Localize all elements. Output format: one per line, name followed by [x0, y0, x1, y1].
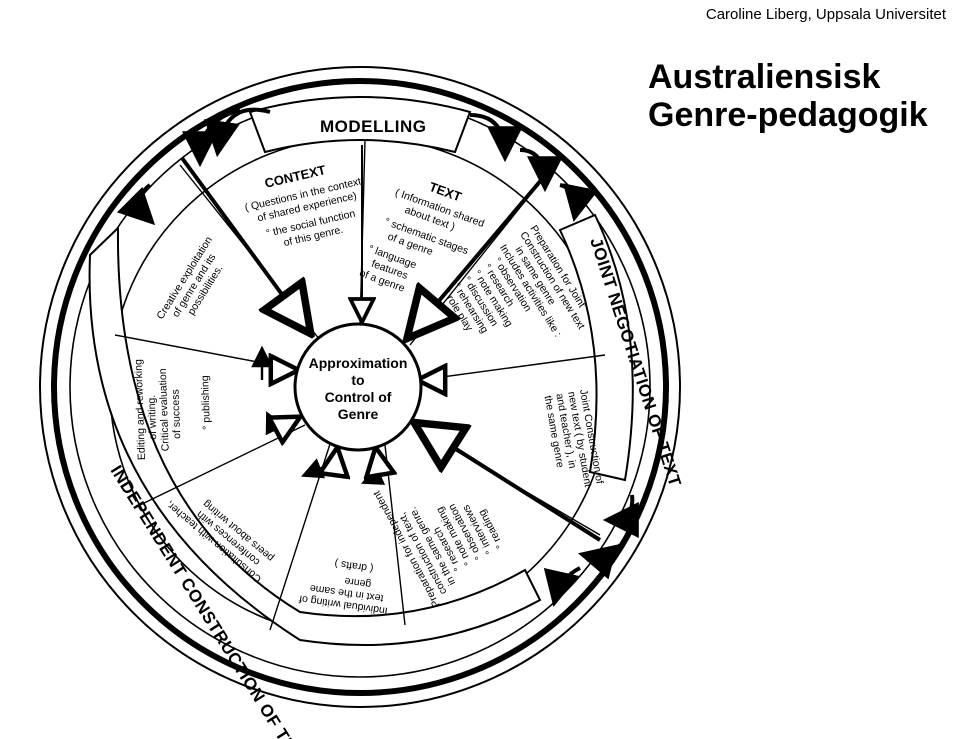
- segment-context: CONTEXT ( Questions in the context of sh…: [244, 162, 363, 249]
- center-line-3: Control of: [325, 389, 392, 405]
- segment-individual-writing: Individual writing of text in the same g…: [298, 557, 388, 617]
- small-arrows: [251, 345, 430, 485]
- editing-line: Editing and reworking: [132, 359, 148, 460]
- genre-wheel-diagram: MODELLING JOINT NEGOTIATION OF TEXT INDE…: [39, 66, 685, 739]
- editing-line: of writing.: [146, 395, 160, 440]
- modelling-band: MODELLING: [248, 96, 472, 154]
- center-line-4: Genre: [338, 406, 379, 422]
- center-line-1: Approximation: [309, 355, 408, 371]
- editing-line: of success: [170, 389, 184, 439]
- center-hub: Approximation to Control of Genre: [293, 322, 423, 452]
- modelling-label: MODELLING: [320, 117, 427, 136]
- segment-editing: Editing and reworking of writing. Critic…: [132, 359, 213, 460]
- thick-arrows: [180, 145, 602, 542]
- editing-line: Critical evaluation: [157, 368, 172, 451]
- author-credit: Caroline Liberg, Uppsala Universitet: [705, 6, 946, 23]
- slide-title-line-2: Genre-pedagogik: [648, 96, 928, 134]
- individual-writing-line: genre: [344, 575, 372, 591]
- individual-writing-line: ( drafts ): [334, 557, 374, 574]
- slide-title-line-1: Australiensisk: [648, 58, 881, 96]
- center-line-2: to: [351, 372, 364, 388]
- rim-arrows: [116, 107, 639, 608]
- slide-title: Australiensisk Genre-pedagogik: [648, 58, 948, 134]
- editing-line: ° publishing: [199, 375, 213, 430]
- segment-creative: Creative exploitation of genre and its p…: [154, 234, 225, 321]
